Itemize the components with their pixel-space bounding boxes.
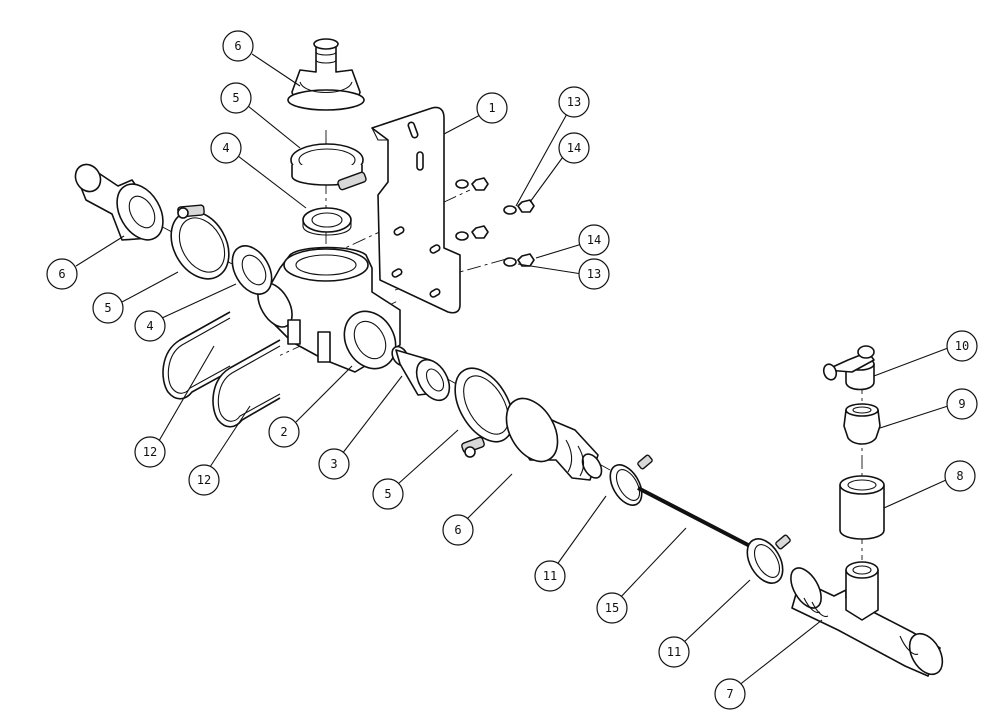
svg-text:15: 15	[605, 601, 619, 615]
fitting-insert	[391, 345, 451, 402]
elbow-fitting	[822, 345, 875, 391]
svg-text:5: 5	[384, 487, 391, 501]
svg-text:6: 6	[454, 523, 461, 537]
washer-left	[231, 245, 273, 295]
svg-text:10: 10	[955, 339, 969, 353]
callout-8: 8	[944, 460, 976, 492]
callout-14-top: 14	[558, 132, 590, 164]
callout-11-left: 11	[534, 560, 566, 592]
svg-text:1: 1	[488, 101, 495, 115]
svg-text:12: 12	[197, 473, 211, 487]
hose-clamp-small-right	[746, 534, 791, 584]
callout-5-top: 5	[220, 82, 252, 114]
callout-2: 2	[268, 416, 300, 448]
callout-14-lower: 14	[578, 224, 610, 256]
svg-text:8: 8	[956, 469, 963, 483]
callout-3: 3	[318, 448, 350, 480]
svg-text:14: 14	[587, 233, 601, 247]
clamp-top	[290, 143, 367, 191]
svg-text:3: 3	[330, 457, 337, 471]
svg-text:2: 2	[280, 425, 287, 439]
callout-12-lower: 12	[188, 464, 220, 496]
pipe-tee	[790, 561, 944, 677]
callout-4-left: 4	[134, 310, 166, 342]
callout-1: 1	[476, 92, 508, 124]
callout-13-lower: 13	[578, 258, 610, 290]
svg-text:14: 14	[567, 141, 581, 155]
svg-text:11: 11	[543, 569, 557, 583]
center-lines	[139, 130, 863, 560]
callout-6-top: 6	[222, 30, 254, 62]
callout-7: 7	[714, 678, 746, 710]
svg-text:4: 4	[222, 141, 229, 155]
callout-balloons: 6 5 4 1 13 14 14 13 6 5 4 12 12 2 3 5 6 …	[46, 30, 978, 710]
hose-barb-top	[287, 38, 365, 111]
callout-11-right: 11	[658, 636, 690, 668]
hose-clamp-small-left	[609, 454, 653, 506]
callout-6-left: 6	[46, 258, 78, 290]
clamp-left	[170, 204, 230, 280]
hose-barb-left	[74, 163, 164, 241]
washer-top	[302, 207, 352, 236]
leader-lines	[75, 53, 949, 687]
bushing	[843, 403, 881, 445]
callout-15: 15	[596, 592, 628, 624]
svg-text:5: 5	[104, 301, 111, 315]
svg-text:13: 13	[567, 95, 581, 109]
svg-text:7: 7	[726, 687, 733, 701]
clamp-right	[454, 367, 514, 458]
callout-5-right: 5	[372, 478, 404, 510]
callout-4-top: 4	[210, 132, 242, 164]
svg-text:12: 12	[143, 445, 157, 459]
svg-text:11: 11	[667, 645, 681, 659]
svg-text:6: 6	[58, 267, 65, 281]
callout-10: 10	[946, 330, 978, 362]
callout-6-right: 6	[442, 514, 474, 546]
mounting-bracket	[371, 106, 461, 314]
callout-13-top: 13	[558, 86, 590, 118]
callout-9: 9	[946, 388, 978, 420]
tube	[637, 486, 751, 548]
hose-barb-right	[505, 397, 603, 481]
callout-5-left: 5	[92, 292, 124, 324]
svg-text:13: 13	[587, 267, 601, 281]
tee-body	[257, 246, 401, 373]
svg-text:6: 6	[234, 39, 241, 53]
bracket-hardware	[455, 177, 535, 267]
coupling	[839, 475, 885, 540]
svg-text:5: 5	[232, 91, 239, 105]
callout-12-upper: 12	[134, 436, 166, 468]
u-bolts	[162, 311, 281, 428]
svg-text:9: 9	[958, 397, 965, 411]
svg-text:4: 4	[146, 319, 153, 333]
